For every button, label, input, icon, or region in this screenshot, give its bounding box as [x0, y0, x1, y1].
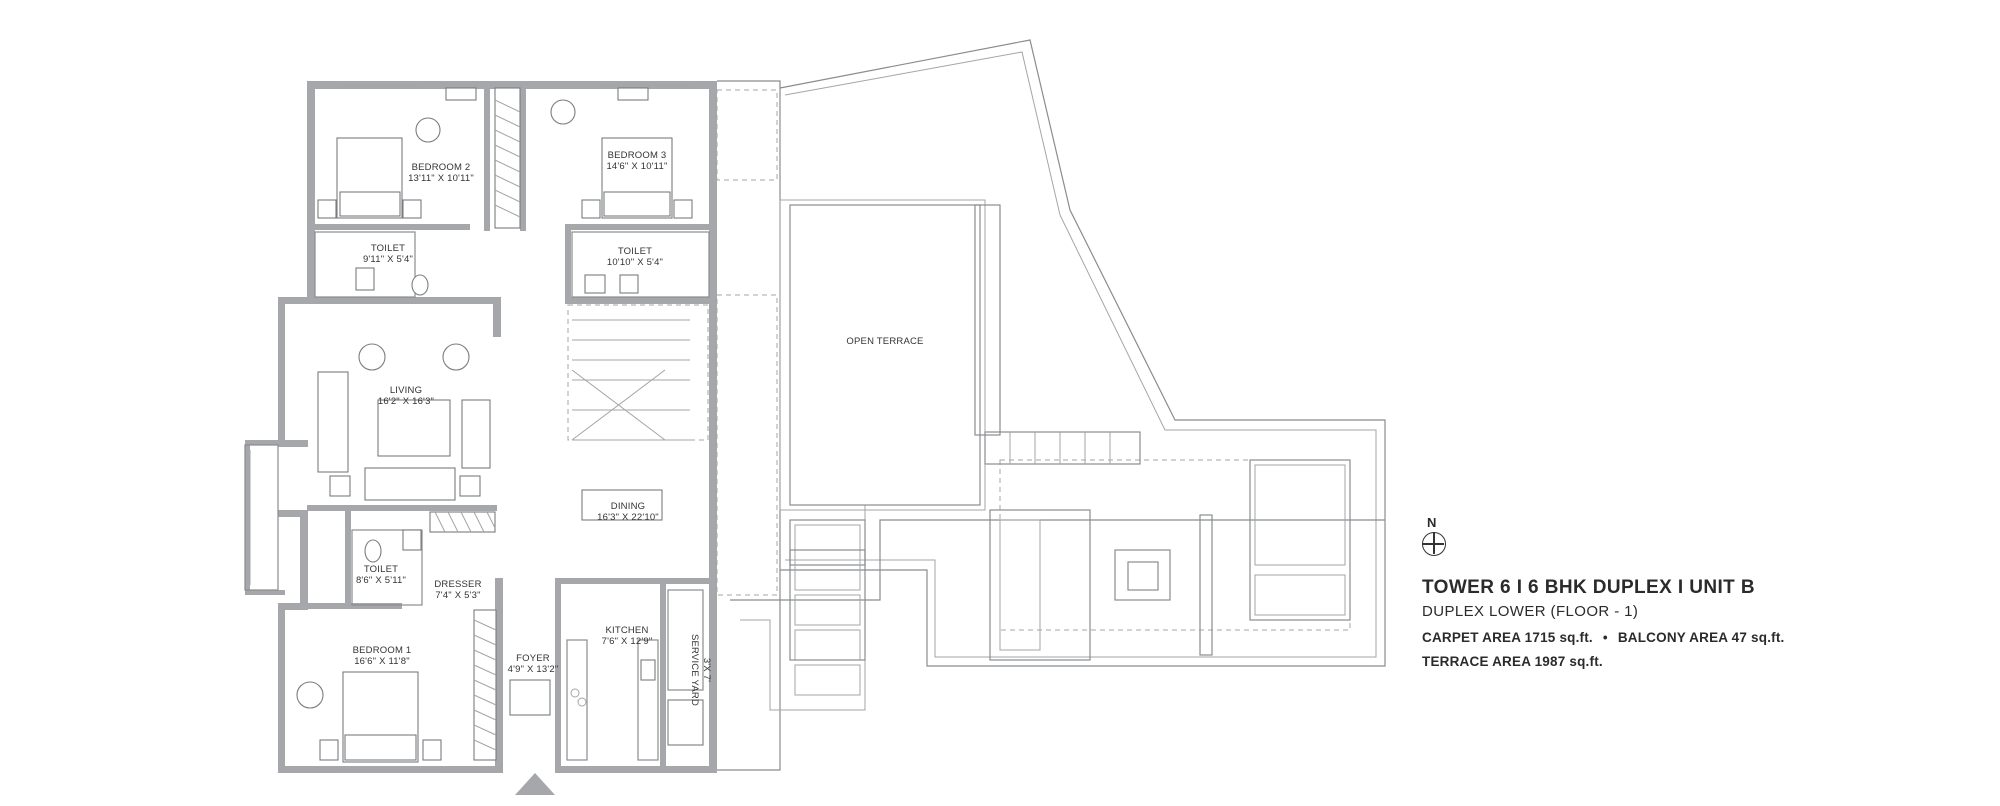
toilet-b3-size: 10'10" X 5'4"	[607, 257, 663, 268]
toilet-b3-name: TOILET	[618, 246, 652, 257]
unit-title: TOWER 6 I 6 BHK DUPLEX I UNIT B	[1422, 577, 1755, 598]
windows	[281, 85, 690, 771]
toilet-fixtures	[314, 231, 710, 606]
terrace-outline	[716, 39, 1386, 771]
north-compass: N	[1422, 515, 1456, 561]
balcony-area: BALCONY AREA 47 sq.ft.	[1617, 630, 1785, 645]
bedroom1-size: 16'6" X 11'8"	[354, 656, 410, 667]
terrace-area: TERRACE AREA 1987 sq.ft.	[1422, 654, 1603, 669]
kitchen-size: 7'6" X 12'9"	[602, 636, 653, 647]
toilet-b2-size: 9'11" X 5'4"	[363, 254, 413, 265]
entry-arrow	[515, 773, 555, 795]
dining-and-stairs	[567, 299, 709, 521]
toilet-b1-name: TOILET	[364, 564, 398, 575]
north-letter: N	[1427, 515, 1437, 530]
living-size: 16'2" X 16'3"	[378, 396, 434, 407]
dresser-name: DRESSER	[434, 579, 481, 590]
dining-name: DINING	[611, 501, 645, 512]
bedroom3-size: 14'6" X 10'11"	[606, 161, 667, 172]
toilet-b1-size: 8'6" X 5'11"	[356, 575, 406, 586]
open-terrace-name: OPEN TERRACE	[846, 336, 923, 347]
bedroom2-furniture	[317, 87, 477, 219]
bedroom2-size: 13'11" X 10'11"	[408, 173, 474, 184]
dining-size: 16'3" X 22'10"	[597, 512, 659, 523]
service-yard-name: SERVICE YARD	[689, 634, 700, 706]
bedroom2-name: BEDROOM 2	[412, 162, 471, 173]
carpet-area: CARPET AREA 1715 sq.ft.	[1422, 630, 1593, 645]
bedroom3-furniture	[550, 87, 693, 219]
living-name: LIVING	[390, 385, 422, 396]
balcony	[244, 444, 279, 591]
room-labels: BEDROOM 2 13'11" X 10'11" BEDROOM 3 14'6…	[353, 150, 924, 706]
bedroom3-name: BEDROOM 3	[608, 150, 667, 161]
kitchen-and-service	[509, 589, 704, 761]
toilet-b2-name: TOILET	[371, 243, 405, 254]
bullet-separator: •	[1602, 630, 1608, 645]
bedroom1-name: BEDROOM 1	[353, 645, 412, 656]
compass-icon	[1422, 532, 1446, 556]
dresser-size: 7'4" X 5'3"	[435, 590, 480, 601]
living-furniture	[317, 343, 491, 501]
unit-subtitle: DUPLEX LOWER (FLOOR - 1)	[1422, 603, 1639, 620]
wardrobes	[429, 87, 521, 761]
kitchen-name: KITCHEN	[605, 625, 648, 636]
bedroom1-furniture	[296, 671, 442, 763]
foyer-name: FOYER	[516, 653, 550, 664]
area-line-1: CARPET AREA 1715 sq.ft. • BALCONY AREA 47 …	[1422, 630, 1785, 645]
service-yard-size: 3'X 7'	[701, 658, 712, 682]
foyer-size: 4'9" X 13'2"	[508, 664, 559, 675]
